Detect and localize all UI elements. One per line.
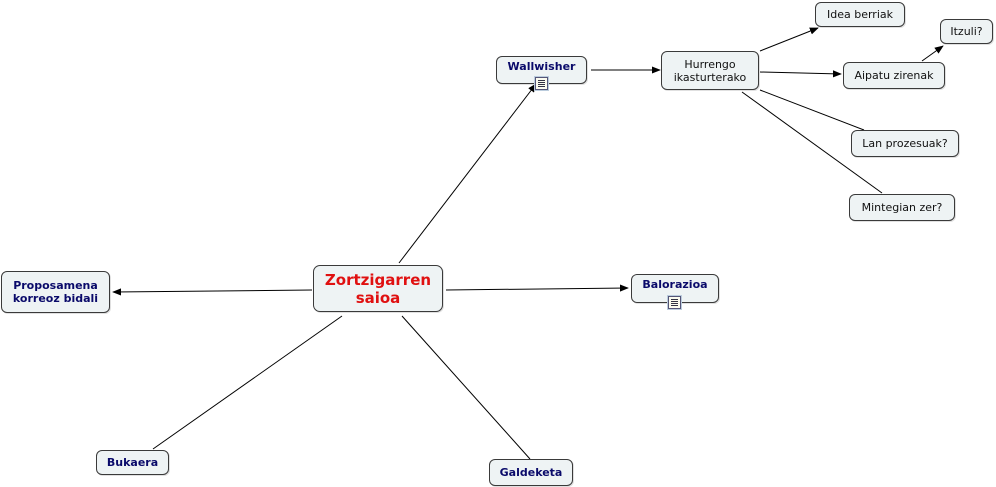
node-balorazioa-label: Balorazioa (642, 278, 708, 291)
document-icon[interactable] (534, 77, 548, 90)
node-wallwisher[interactable]: Wallwisher (496, 56, 587, 90)
node-bukaera-label: Bukaera (106, 456, 159, 469)
node-central-label: Zortzigarren saioa (324, 270, 432, 307)
node-idea-berriak-label: Idea berriak (827, 8, 893, 21)
link-hurrengo-mintegian (741, 91, 883, 194)
link-hurrengo-idea-berriak (759, 27, 819, 52)
link-hurrengo-aipatu (759, 70, 842, 78)
node-idea-berriak[interactable]: Idea berriak (815, 2, 905, 27)
node-aipatu[interactable]: Aipatu zirenak (843, 62, 945, 89)
link-central-proposamena (112, 288, 313, 296)
link-aipatu-itzuli (921, 45, 944, 62)
node-mintegian-label: Mintegian zer? (861, 201, 943, 214)
node-lan-prozesuak[interactable]: Lan prozesuak? (851, 130, 959, 157)
link-hurrengo-lan-prozesuak (759, 89, 865, 131)
node-central[interactable]: Zortzigarren saioa (313, 265, 443, 312)
node-proposamena-label: Proposamena korreoz bidali (12, 279, 99, 305)
node-mintegian[interactable]: Mintegian zer? (849, 194, 955, 221)
node-hurrengo-label: Hurrengo ikasturterako (673, 57, 747, 84)
link-central-balorazioa (445, 284, 629, 292)
node-bukaera[interactable]: Bukaera (96, 450, 169, 475)
node-itzuli-label: Itzuli? (950, 25, 983, 38)
link-central-bukaera (152, 315, 343, 450)
node-aipatu-label: Aipatu zirenak (854, 69, 934, 82)
node-galdeketa[interactable]: Galdeketa (489, 459, 573, 486)
node-balorazioa[interactable]: Balorazioa (631, 274, 719, 309)
document-icon[interactable] (668, 296, 681, 309)
node-galdeketa-label: Galdeketa (499, 466, 563, 479)
node-hurrengo[interactable]: Hurrengo ikasturterako (661, 51, 759, 90)
link-central-galdeketa (401, 315, 531, 460)
node-lan-prozesuak-label: Lan prozesuak? (862, 137, 948, 150)
node-wallwisher-label: Wallwisher (507, 60, 576, 73)
node-itzuli[interactable]: Itzuli? (940, 19, 993, 44)
node-proposamena[interactable]: Proposamena korreoz bidali (1, 271, 110, 313)
link-central-wallwisher (398, 83, 537, 264)
